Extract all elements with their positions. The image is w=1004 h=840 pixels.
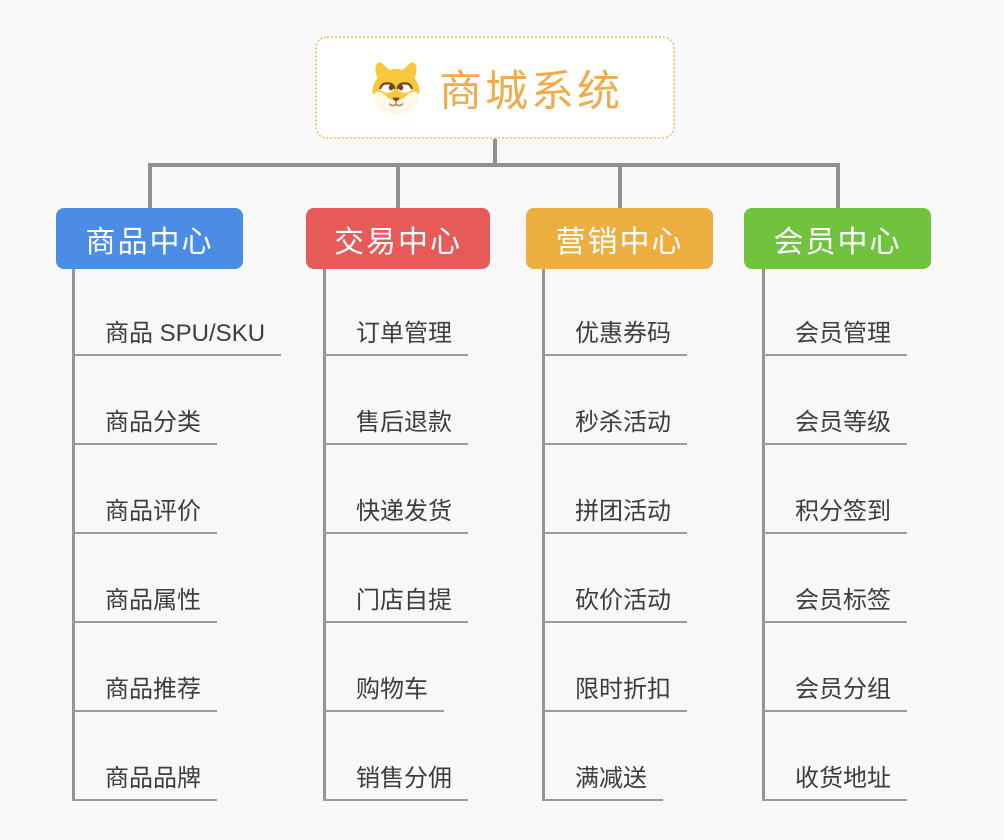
child-node[interactable]: 优惠券码 (542, 316, 687, 356)
branch-node-2[interactable]: 交易中心 (306, 208, 490, 269)
child-node[interactable]: 订单管理 (323, 316, 468, 356)
child-node[interactable]: 商品属性 (72, 583, 217, 623)
connector-root-stem (493, 139, 497, 167)
child-node[interactable]: 积分签到 (762, 494, 907, 534)
connector-branch-stub (617, 163, 622, 208)
child-node[interactable]: 会员分组 (762, 672, 907, 712)
child-node[interactable]: 售后退款 (323, 405, 468, 445)
child-node[interactable]: 商品评价 (72, 494, 217, 534)
child-node[interactable]: 会员标签 (762, 583, 907, 623)
branch-node-1[interactable]: 商品中心 (56, 208, 243, 269)
connector-trunk (762, 269, 765, 801)
connector-branch-stub (835, 163, 840, 208)
child-node[interactable]: 秒杀活动 (542, 405, 687, 445)
connector-branch-stub (396, 163, 400, 208)
child-node[interactable]: 拼团活动 (542, 494, 687, 534)
child-node[interactable]: 会员管理 (762, 316, 907, 356)
child-node[interactable]: 满减送 (542, 761, 663, 801)
shiba-dog-icon (372, 61, 420, 116)
child-node[interactable]: 门店自提 (323, 583, 468, 623)
child-node[interactable]: 购物车 (323, 672, 444, 712)
child-node[interactable]: 砍价活动 (542, 583, 687, 623)
child-node[interactable]: 商品分类 (72, 405, 217, 445)
branch-node-3[interactable]: 营销中心 (526, 208, 713, 269)
connector-rail (147, 163, 840, 167)
child-node[interactable]: 会员等级 (762, 405, 907, 445)
connector-trunk (72, 269, 75, 801)
root-node[interactable]: 商城系统 (315, 36, 675, 139)
child-node[interactable]: 收货地址 (762, 761, 907, 801)
root-title: 商城系统 (439, 67, 623, 116)
connector-branch-stub (147, 163, 152, 208)
child-node[interactable]: 商品 SPU/SKU (72, 316, 282, 356)
child-node[interactable]: 快递发货 (323, 494, 468, 534)
child-node[interactable]: 商品品牌 (72, 761, 217, 801)
connector-trunk (542, 269, 545, 801)
branch-node-4[interactable]: 会员中心 (744, 208, 931, 269)
child-node[interactable]: 商品推荐 (72, 672, 217, 712)
child-node[interactable]: 销售分佣 (323, 761, 468, 801)
child-node[interactable]: 限时折扣 (542, 672, 687, 712)
connector-trunk (323, 269, 326, 801)
